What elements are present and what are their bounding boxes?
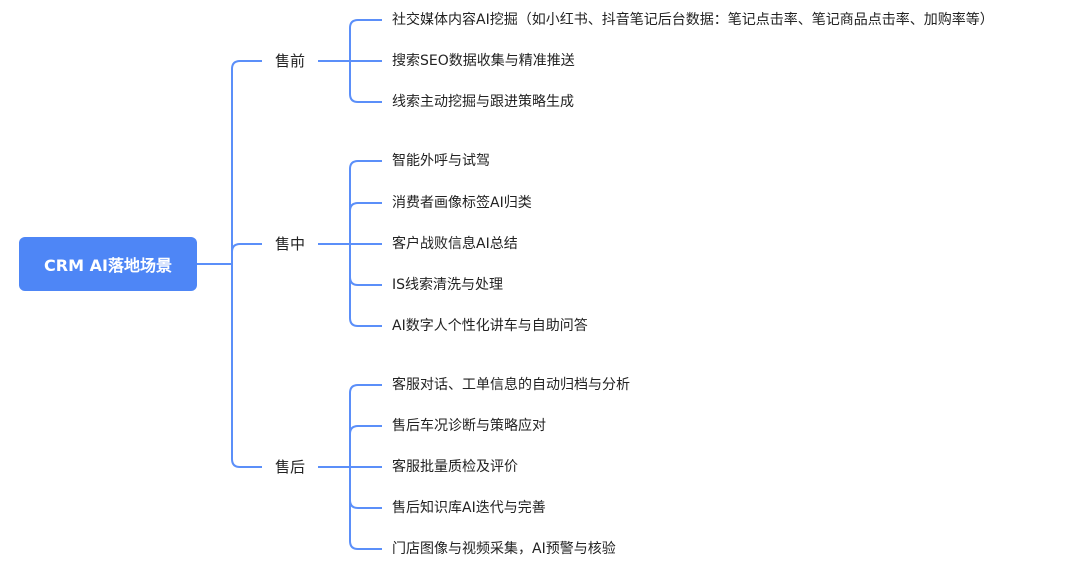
branch-connector-link [349,93,382,103]
root-connector-link [231,60,262,70]
branch-connector-link [349,499,382,509]
leaf-node[interactable]: 线索主动挖掘与跟进策略生成 [392,94,574,110]
branch-connector-link [349,276,382,286]
leaf-node[interactable]: 客户战败信息AI总结 [392,236,518,252]
branch-node[interactable]: 售前 [274,52,305,70]
leaf-node[interactable]: 客服对话、工单信息的自动归档与分析 [392,377,630,393]
root-connector-link [231,243,262,253]
leaf-node[interactable]: 售后知识库AI迭代与完善 [392,500,546,516]
branch-connector-link [349,425,382,435]
branch-connector-link [349,317,382,327]
branch-connector-link [349,19,382,29]
leaf-node[interactable]: IS线索清洗与处理 [392,277,504,293]
leaf-node[interactable]: 搜索SEO数据收集与精准推送 [392,53,575,69]
branch-connector-link [349,540,382,550]
leaf-node[interactable]: 智能外呼与试驾 [392,153,490,169]
leaf-node[interactable]: 消费者画像标签AI归类 [392,195,532,211]
branch-node[interactable]: 售后 [274,458,305,476]
branch-connector-link [349,160,382,170]
branch-node[interactable]: 售中 [274,235,305,253]
root-connector-link [231,458,262,468]
leaf-node[interactable]: 客服批量质检及评价 [392,459,518,475]
leaf-node[interactable]: 售后车况诊断与策略应对 [392,418,546,434]
branch-connector-link [349,384,382,394]
branch-connector-link [349,202,382,212]
leaf-node[interactable]: 门店图像与视频采集，AI预警与核验 [392,541,616,557]
leaf-node[interactable]: 社交媒体内容AI挖掘（如小红书、抖音笔记后台数据：笔记点击率、笔记商品点击率、加… [392,12,994,28]
leaf-node[interactable]: AI数字人个性化讲车与自助问答 [392,318,588,334]
root-node[interactable]: CRM AI落地场景 [19,237,197,291]
